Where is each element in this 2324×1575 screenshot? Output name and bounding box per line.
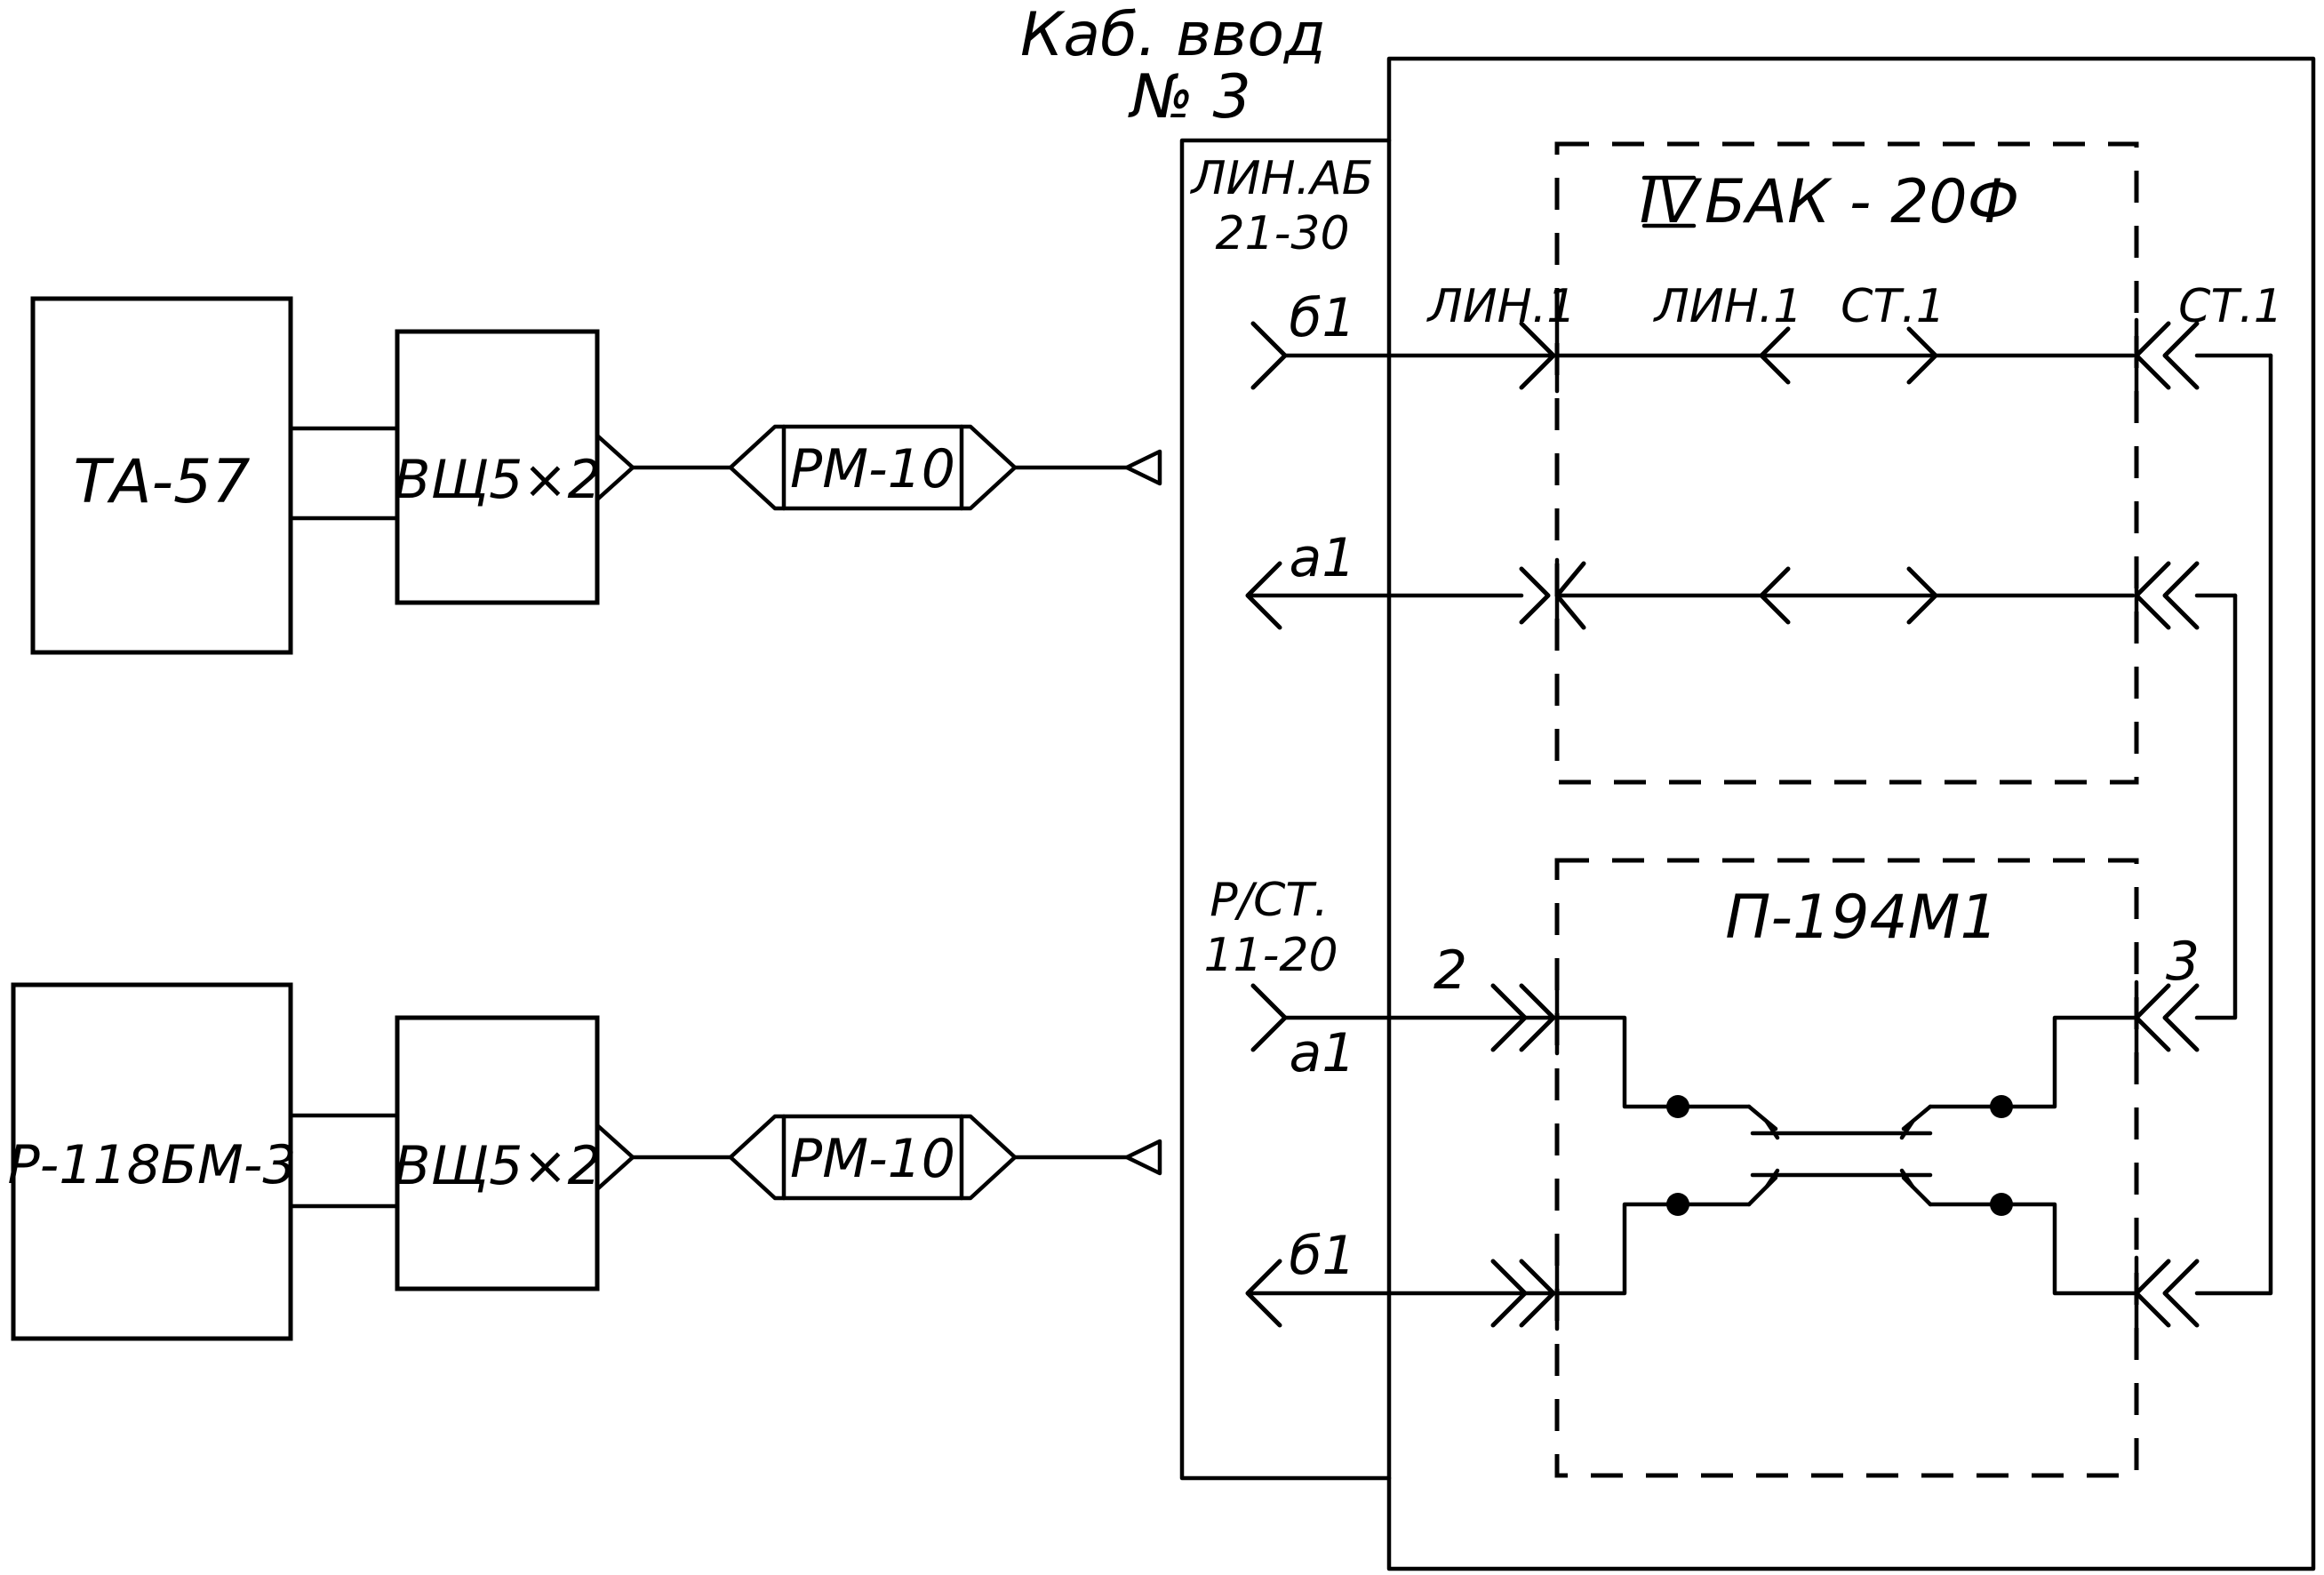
rst-label: Р/СТ. xyxy=(1210,874,1328,927)
cable-entry-label-1: Каб. ввод xyxy=(1020,0,1326,70)
lin1-label-b: ЛИН.1 xyxy=(1653,280,1803,333)
cable-entry-frame xyxy=(1179,56,2316,1571)
r118-block: Р-118БМ-3 xyxy=(7,982,297,1341)
lin1-label-a: ЛИН.1 xyxy=(1426,280,1577,333)
ta57-label: ТА-57 xyxy=(73,447,250,517)
a1-top-label: а1 xyxy=(1290,527,1356,589)
bak20f-title: БАК - 20Ф xyxy=(1705,167,2019,237)
vsh-top-label: ВЩ5×2 xyxy=(394,449,601,511)
wire-num-2: 2 xyxy=(1434,939,1467,1002)
row-a1-top: а1 xyxy=(1245,527,2238,634)
b1-top-label: б1 xyxy=(1289,287,1355,349)
row-b1-top: б1 xyxy=(1250,287,2273,394)
vsh-bottom-label: ВЩ5×2 xyxy=(394,1135,601,1197)
vsh-bottom-block: ВЩ5×2 xyxy=(394,1015,635,1291)
r118-label: Р-118БМ-3 xyxy=(7,1134,296,1196)
return-line-outer xyxy=(2194,353,2273,1296)
b1-bottom-label: б1 xyxy=(1289,1225,1355,1287)
p194m1-block xyxy=(1554,858,2139,1478)
switch-contacts xyxy=(1666,1095,2013,1216)
bak20f-block xyxy=(1554,141,2139,785)
rm10-bottom-connector: РМ-10 xyxy=(728,1114,1018,1201)
lin-ab-label: ЛИН.АБ xyxy=(1190,152,1374,205)
rm10-top-label: РМ-10 xyxy=(790,438,955,500)
vsh-top-connector xyxy=(595,433,635,502)
vsh-bottom-connector xyxy=(595,1123,635,1192)
p194m1-title: П-194М1 xyxy=(1725,883,1998,953)
st1-label-a: СТ.1 xyxy=(1841,280,1945,333)
cable-entry-label-2: № 3 xyxy=(1127,62,1251,132)
plug-top xyxy=(1124,449,1162,486)
plug-bottom xyxy=(1124,1139,1162,1176)
row-b1-bottom: б1 xyxy=(1245,1202,2200,1331)
bak20f-roman: IV xyxy=(1640,167,1703,237)
vsh-top-block: ВЩ5×2 xyxy=(394,329,635,605)
a1-bottom-label: а1 xyxy=(1290,1022,1356,1084)
return-line-inner xyxy=(2194,593,2238,1020)
lin-ab-range: 21-30 xyxy=(1215,207,1349,260)
ta57-block: ТА-57 xyxy=(30,296,293,655)
rm10-top-connector: РМ-10 xyxy=(728,424,1018,511)
row-a1-bottom: а1 xyxy=(1250,979,2200,1109)
wire-num-3: 3 xyxy=(2166,931,2200,993)
rst-range: 11-20 xyxy=(1203,929,1338,982)
rm10-bottom-label: РМ-10 xyxy=(790,1128,955,1190)
